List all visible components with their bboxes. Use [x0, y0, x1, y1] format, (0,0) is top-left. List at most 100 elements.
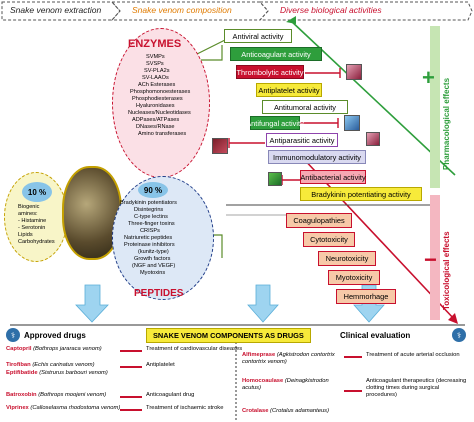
enzymes-oval	[112, 28, 210, 178]
approved-drug-row: Batroxobin (Bothrops moojeni venom)	[6, 392, 106, 398]
caduceus-left-icon: ⚕	[6, 328, 20, 342]
approved-drug-row: Viprinex (Calloselasma rhodostoma venom)	[6, 405, 120, 411]
drug-use: Anticoagulant therapeutics (decreasing c…	[366, 378, 467, 398]
drug-source: (Calloselasma rhodostoma venom)	[30, 405, 121, 411]
peptide-item: Disintegrins	[134, 207, 164, 213]
drug-arrow	[120, 366, 142, 368]
small-molecule-item: Biogenic	[18, 204, 40, 210]
drug-name: Homocoaulase	[242, 378, 284, 384]
drug-name: Viprinex	[6, 405, 29, 411]
enzymes-title: ENZYMES	[128, 38, 182, 50]
enzymes-list: SVMPs SVSPs SV-PLA2s SV-LAAOs ACh Estera…	[126, 54, 191, 138]
drug-arrow	[344, 390, 362, 392]
drug-arrow	[120, 396, 142, 398]
tox-coagulopathies: Coagulopathies	[286, 213, 352, 228]
caduceus-right-icon: ⚕	[452, 328, 466, 342]
peptide-item: C-type lectins	[134, 214, 168, 220]
enzyme-item: SV-PLA2s	[144, 68, 170, 74]
peptide-item: Growth factors	[134, 256, 171, 262]
approved-drug-row: Tirofiban (Echis carinatus venom)	[6, 362, 95, 368]
small-molecule-item: - Serotonin	[18, 225, 46, 231]
peptide-item: Bradykinin potentiators	[120, 200, 177, 206]
activity-antibacterial: Antibacterial activity	[300, 170, 366, 184]
pct-90-badge: 90 %	[138, 182, 168, 198]
approved-drug-row: Captopril (Bothrops jararaca venom)	[6, 346, 102, 352]
peptide-item: (NGF and VEGF)	[132, 263, 176, 269]
clinical-drug-row: Alfimeprase (Agkistrodon contortrix cont…	[242, 352, 342, 366]
drug-source: (Bothrops moojeni venom)	[38, 392, 107, 398]
small-molecule-item: Carbohydrates	[18, 239, 55, 245]
header-arrow-bar	[1, 1, 473, 21]
approved-drug-row: Eptifibatide (Sistrurus barbouri venom)	[6, 370, 108, 376]
pharmacological-label: Pharmacological effects	[442, 77, 451, 170]
drug-arrow	[344, 356, 362, 358]
drug-source: (Deinagkistrodon acutus)	[242, 378, 329, 391]
activity-antiplatelet: Antiplatelet activity	[256, 83, 322, 97]
header-activities: Diverse biological activities	[280, 5, 382, 15]
enzyme-item: SV-LAAOs	[142, 75, 169, 81]
drug-source: (Bothrops jararaca venom)	[33, 346, 102, 352]
enzyme-item: Hyaluronidases	[136, 103, 175, 109]
peptide-item: Three-finger toxins	[128, 221, 175, 227]
drug-use: Antiplatelet	[146, 362, 175, 368]
drug-name: Alfimeprase	[242, 352, 276, 358]
activity-antitumoral: Antitumoral activity	[262, 100, 348, 114]
drug-use: Anticoagulant drug	[146, 392, 195, 398]
enzyme-item: Nucleases/Nucleotidases	[128, 110, 191, 116]
peptide-item: Proteinase inhibitors	[124, 242, 175, 248]
activity-antiviral: Antiviral activity	[224, 29, 292, 43]
drug-use: Treatment of acute arterial occlusion	[366, 352, 460, 358]
activity-antifungal: Antifungal activity	[246, 116, 304, 130]
enzyme-item: SVSPs	[146, 61, 164, 67]
drug-source: (Crotalus adamanteus)	[270, 408, 330, 414]
tumor-cell-icon	[366, 132, 380, 146]
drug-name: Tirofiban	[6, 362, 31, 368]
drug-arrow	[120, 350, 142, 352]
parasite-icon	[212, 138, 228, 154]
tox-neurotoxicity: Neurotoxicity	[318, 251, 376, 266]
peptide-item: CRISPs	[140, 228, 160, 234]
activity-bradykinin: Bradykinin potentiating activity	[300, 187, 422, 201]
peptides-list: Bradykinin potentiators Disintegrins C-t…	[118, 200, 177, 277]
activity-immunomodulatory: Immunomodulatory activity	[268, 150, 366, 164]
tox-hemmorhage: Hemmorhage	[336, 289, 396, 304]
approved-drugs-heading: Approved drugs	[24, 331, 86, 340]
small-molecule-list: Biogenic amines: - Histamine - Serotonin…	[18, 204, 55, 246]
drug-name: Crotalase	[242, 408, 269, 414]
drug-name: Captopril	[6, 346, 32, 352]
peptide-item: Natriuretic peptides	[124, 235, 173, 241]
drug-arrow	[120, 409, 142, 411]
small-molecule-item: - Histamine	[18, 218, 47, 224]
small-molecule-item: amines:	[18, 211, 38, 217]
peptides-title: PEPTIDES	[134, 288, 184, 299]
drug-use: Treatment of ischaemic stroke	[146, 405, 224, 411]
drug-name: Batroxobin	[6, 392, 37, 398]
drug-source: (Sistrurus barbouri venom)	[39, 370, 108, 376]
header-extraction: Snake venom extraction	[10, 5, 102, 15]
activity-antiparasitic: Antiparasitic activity	[266, 133, 338, 147]
bacteria-icon	[268, 172, 282, 186]
drug-use: Treatment of cardiovascular diseases	[146, 346, 243, 352]
enzyme-item: SVMPs	[146, 54, 165, 60]
enzyme-item: Phosphodiesterases	[132, 96, 183, 102]
enzyme-item: DNases/RNase	[136, 124, 175, 130]
toxicological-label: Toxicological effects	[442, 231, 451, 310]
drug-source: (Agkistrodon contortrix contortrix venom…	[242, 352, 335, 365]
minus-sign: −	[424, 247, 437, 272]
pct-10-badge: 10 %	[22, 182, 52, 202]
tox-myotoxicity: Myotoxicity	[328, 270, 380, 285]
header-composition: Snake venom composition	[132, 5, 232, 15]
blood-clot-icon	[346, 64, 362, 80]
drug-name: Eptifibatide	[6, 370, 38, 376]
activity-thrombolytic: Thrombolytic activity	[236, 65, 304, 79]
drug-source: (Echis carinatus venom)	[32, 362, 95, 368]
activity-anticoagulant: Anticoagulant activity	[230, 47, 322, 61]
tox-cytotoxicity: Cytotoxicity	[303, 232, 355, 247]
enzyme-item: ADPases/ATPases	[132, 117, 180, 123]
clinical-drug-row: Homocoaulase (Deinagkistrodon acutus)	[242, 378, 342, 392]
fungus-icon	[344, 115, 360, 131]
enzyme-item: Amino transferases	[138, 131, 187, 137]
clinical-evaluation-heading: Clinical evaluation	[340, 331, 411, 340]
